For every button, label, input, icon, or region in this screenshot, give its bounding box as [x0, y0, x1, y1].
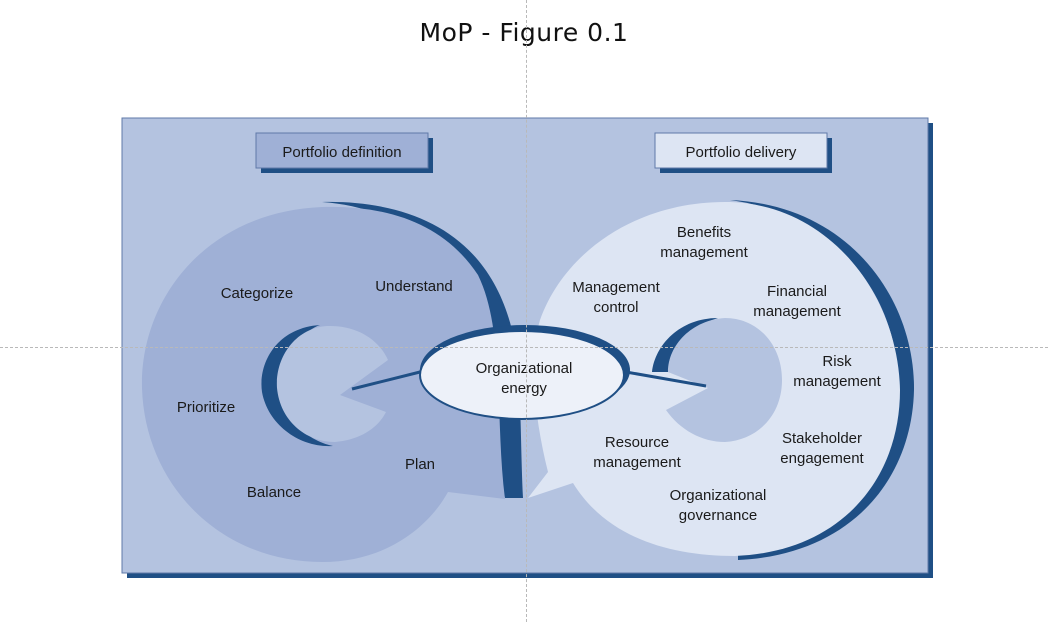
center-label-line1: Organizational — [476, 360, 573, 377]
right-cycle-hole-shadow — [652, 318, 718, 439]
right-cycle-hole — [666, 318, 782, 442]
portfolio-delivery-box — [654, 132, 828, 169]
label-balance: Balance — [247, 484, 301, 501]
label-governance-2: governance — [679, 507, 757, 524]
connector-right — [625, 370, 707, 388]
organizational-energy-shape — [419, 330, 625, 420]
label-management-control-2: control — [593, 299, 638, 316]
label-risk-2: management — [793, 373, 881, 390]
center-label-line2: energy — [501, 380, 547, 397]
portfolio-definition-label: Portfolio definition — [282, 144, 401, 161]
label-plan: Plan — [405, 456, 435, 473]
label-risk-1: Risk — [822, 353, 852, 370]
label-resource-2: management — [593, 454, 681, 471]
label-understand: Understand — [375, 278, 453, 295]
label-financial-1: Financial — [767, 283, 827, 300]
label-benefits-1: Benefits — [677, 224, 731, 241]
label-financial-2: management — [753, 303, 841, 320]
left-cycle-hole — [276, 325, 388, 442]
label-resource-1: Resource — [605, 434, 669, 451]
portfolio-definition-box — [255, 132, 429, 169]
connector-left — [351, 368, 429, 391]
portfolio-delivery-label: Portfolio delivery — [686, 144, 797, 161]
label-governance-1: Organizational — [670, 487, 767, 504]
page-title: MoP - Figure 0.1 — [419, 18, 629, 47]
label-prioritize: Prioritize — [177, 399, 235, 416]
label-categorize: Categorize — [221, 285, 294, 302]
label-stakeholder-2: engagement — [780, 450, 864, 467]
label-benefits-2: management — [660, 244, 748, 261]
horizontal-guide-line — [0, 347, 1048, 348]
label-stakeholder-1: Stakeholder — [782, 430, 862, 447]
left-cycle-hole-shadow — [261, 325, 333, 447]
label-management-control-1: Management — [572, 279, 660, 296]
vertical-guide-line — [526, 0, 527, 622]
